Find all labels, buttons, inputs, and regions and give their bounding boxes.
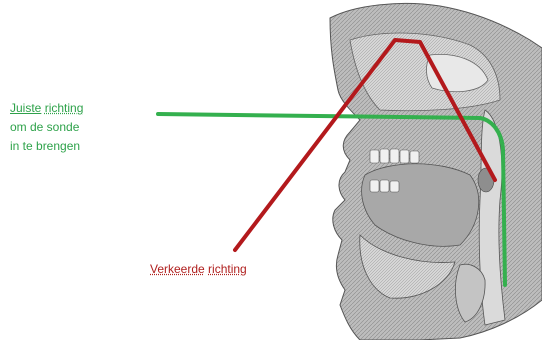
correct-direction-label: Juiste richting om de sonde in te brenge… xyxy=(10,99,83,156)
wrong-direction-label: Verkeerde richting xyxy=(150,260,247,279)
wrong-label-word-2: richting xyxy=(208,262,247,276)
correct-label-word-2: richting xyxy=(45,101,84,115)
correct-label-line-3: in te brengen xyxy=(10,137,83,156)
correct-label-line-1: Juiste richting xyxy=(10,99,83,118)
wrong-label-word-1: Verkeerde xyxy=(150,262,205,276)
correct-label-line-2: om de sonde xyxy=(10,118,83,137)
correct-label-word-1: Juiste xyxy=(10,101,41,115)
